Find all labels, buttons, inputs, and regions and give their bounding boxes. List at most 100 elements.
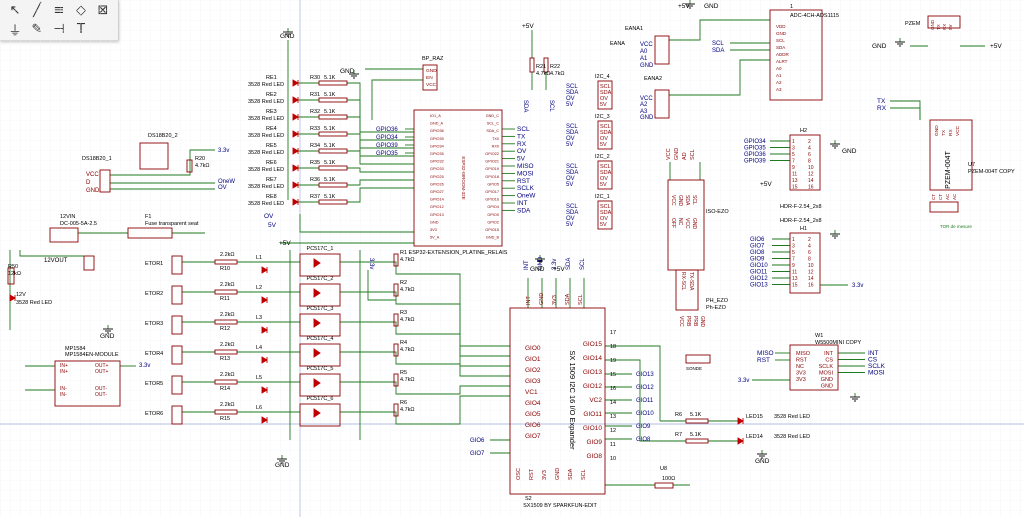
i2c-connector[interactable] <box>597 80 613 110</box>
etor-led-icon[interactable] <box>261 326 268 334</box>
led-resistor[interactable] <box>318 199 348 205</box>
led-icon[interactable] <box>737 417 744 425</box>
optocoupler[interactable] <box>299 403 341 427</box>
sonde-connector[interactable] <box>685 354 711 364</box>
optocoupler[interactable] <box>299 373 341 397</box>
sx1509-expander[interactable] <box>509 307 606 495</box>
pullup-resistor[interactable] <box>393 313 399 327</box>
i2c-connector[interactable] <box>597 200 613 230</box>
r50-resistor[interactable] <box>7 267 15 285</box>
pin-label: SCL <box>581 469 587 480</box>
led-icon[interactable] <box>292 96 299 104</box>
etor-connector[interactable] <box>171 255 183 275</box>
pullup-resistor[interactable] <box>393 373 399 387</box>
ph-ezo-module[interactable] <box>675 269 699 311</box>
led-icon[interactable] <box>292 198 299 206</box>
pin-label: SDA <box>600 90 612 96</box>
etor-resistor[interactable] <box>214 259 238 265</box>
i2c-connector[interactable] <box>597 120 613 150</box>
etor-resistor[interactable] <box>214 379 238 385</box>
led-icon[interactable] <box>292 164 299 172</box>
ds18b20-sensor[interactable] <box>139 142 169 170</box>
mp1584-module[interactable] <box>54 360 121 407</box>
pzem-connector[interactable] <box>927 15 961 29</box>
optocoupler[interactable] <box>299 313 341 337</box>
eana1-connector[interactable] <box>654 35 670 65</box>
etor-led-icon[interactable] <box>261 416 268 424</box>
led-resistor[interactable] <box>318 182 348 188</box>
led-icon[interactable] <box>292 113 299 121</box>
header-h2[interactable] <box>789 134 821 191</box>
pin-label: VCC <box>670 195 676 206</box>
bp-raz-button[interactable] <box>422 64 438 91</box>
etor-connector[interactable] <box>171 285 183 305</box>
optocoupler[interactable] <box>299 253 341 277</box>
eana2-connector[interactable] <box>654 89 670 119</box>
vout-connector[interactable] <box>83 255 95 271</box>
pin-label: 6 <box>808 250 811 256</box>
led-icon[interactable] <box>9 294 16 302</box>
ads1115-adc[interactable] <box>769 9 823 101</box>
led-icon[interactable] <box>737 437 744 445</box>
led-resistor[interactable] <box>318 114 348 120</box>
optocoupler[interactable] <box>299 283 341 307</box>
fuse[interactable] <box>127 227 173 239</box>
led-resistor[interactable] <box>318 80 348 86</box>
ds18-resistor[interactable] <box>186 159 193 173</box>
led-resistor[interactable] <box>318 148 348 154</box>
led-ref: L5 <box>256 375 262 381</box>
net-label: OV <box>566 176 575 182</box>
pzem-ct-connector[interactable] <box>929 201 959 213</box>
etor-connector[interactable] <box>171 315 183 335</box>
pin-label: GND <box>539 293 545 305</box>
esp32-module[interactable] <box>413 109 503 247</box>
led-icon[interactable] <box>292 147 299 155</box>
pullup-resistor[interactable] <box>393 283 399 297</box>
pullup-resistor[interactable] <box>393 343 399 357</box>
etor-connector[interactable] <box>171 375 183 395</box>
led-resistor[interactable] <box>685 438 709 444</box>
resistor-value: 5.1K <box>324 160 336 166</box>
pin-label: 2 <box>808 139 811 145</box>
pullup-resistor[interactable] <box>393 253 399 267</box>
ds18b20-connector[interactable] <box>99 169 111 193</box>
etor-resistor[interactable] <box>214 349 238 355</box>
resistor-value: 2.2kΩ <box>220 252 235 258</box>
etor-connector[interactable] <box>171 405 183 425</box>
etor-led-icon[interactable] <box>261 266 268 274</box>
pullup-resistor[interactable] <box>393 403 399 417</box>
etor-resistor[interactable] <box>214 289 238 295</box>
etor-resistor[interactable] <box>214 319 238 325</box>
pin-label: GND <box>674 148 680 160</box>
etor-resistor[interactable] <box>214 409 238 415</box>
etor-ref: ETOR3 <box>145 321 163 327</box>
power-jack[interactable] <box>49 227 79 243</box>
pin-label: VCC <box>678 316 684 327</box>
i2c-pullup[interactable] <box>543 57 549 73</box>
u8-resistor[interactable] <box>654 482 674 489</box>
w5500-module[interactable] <box>789 344 839 391</box>
etor-led-icon[interactable] <box>261 386 268 394</box>
resistor-ref: R10 <box>220 266 230 272</box>
led-resistor[interactable] <box>685 418 709 424</box>
optocoupler[interactable] <box>299 343 341 367</box>
led-resistor[interactable] <box>318 97 348 103</box>
pzem-module[interactable] <box>929 119 973 191</box>
etor-led-icon[interactable] <box>261 356 268 364</box>
etor-ref: ETOR5 <box>145 381 163 387</box>
led-resistor[interactable] <box>318 165 348 171</box>
opto-led-icon <box>313 348 321 358</box>
led-icon[interactable] <box>292 79 299 87</box>
header-h1[interactable] <box>789 232 821 294</box>
i2c-pullup[interactable] <box>529 57 535 73</box>
etor-led-icon[interactable] <box>261 296 268 304</box>
net-label: GPIO34 <box>744 139 766 145</box>
led-icon[interactable] <box>292 181 299 189</box>
pin-label: GIO3 <box>525 378 541 385</box>
etor-connector[interactable] <box>171 345 183 365</box>
led-resistor[interactable] <box>318 131 348 137</box>
led-icon[interactable] <box>292 130 299 138</box>
net-label: RST <box>757 357 770 364</box>
i2c-connector[interactable] <box>597 160 613 190</box>
